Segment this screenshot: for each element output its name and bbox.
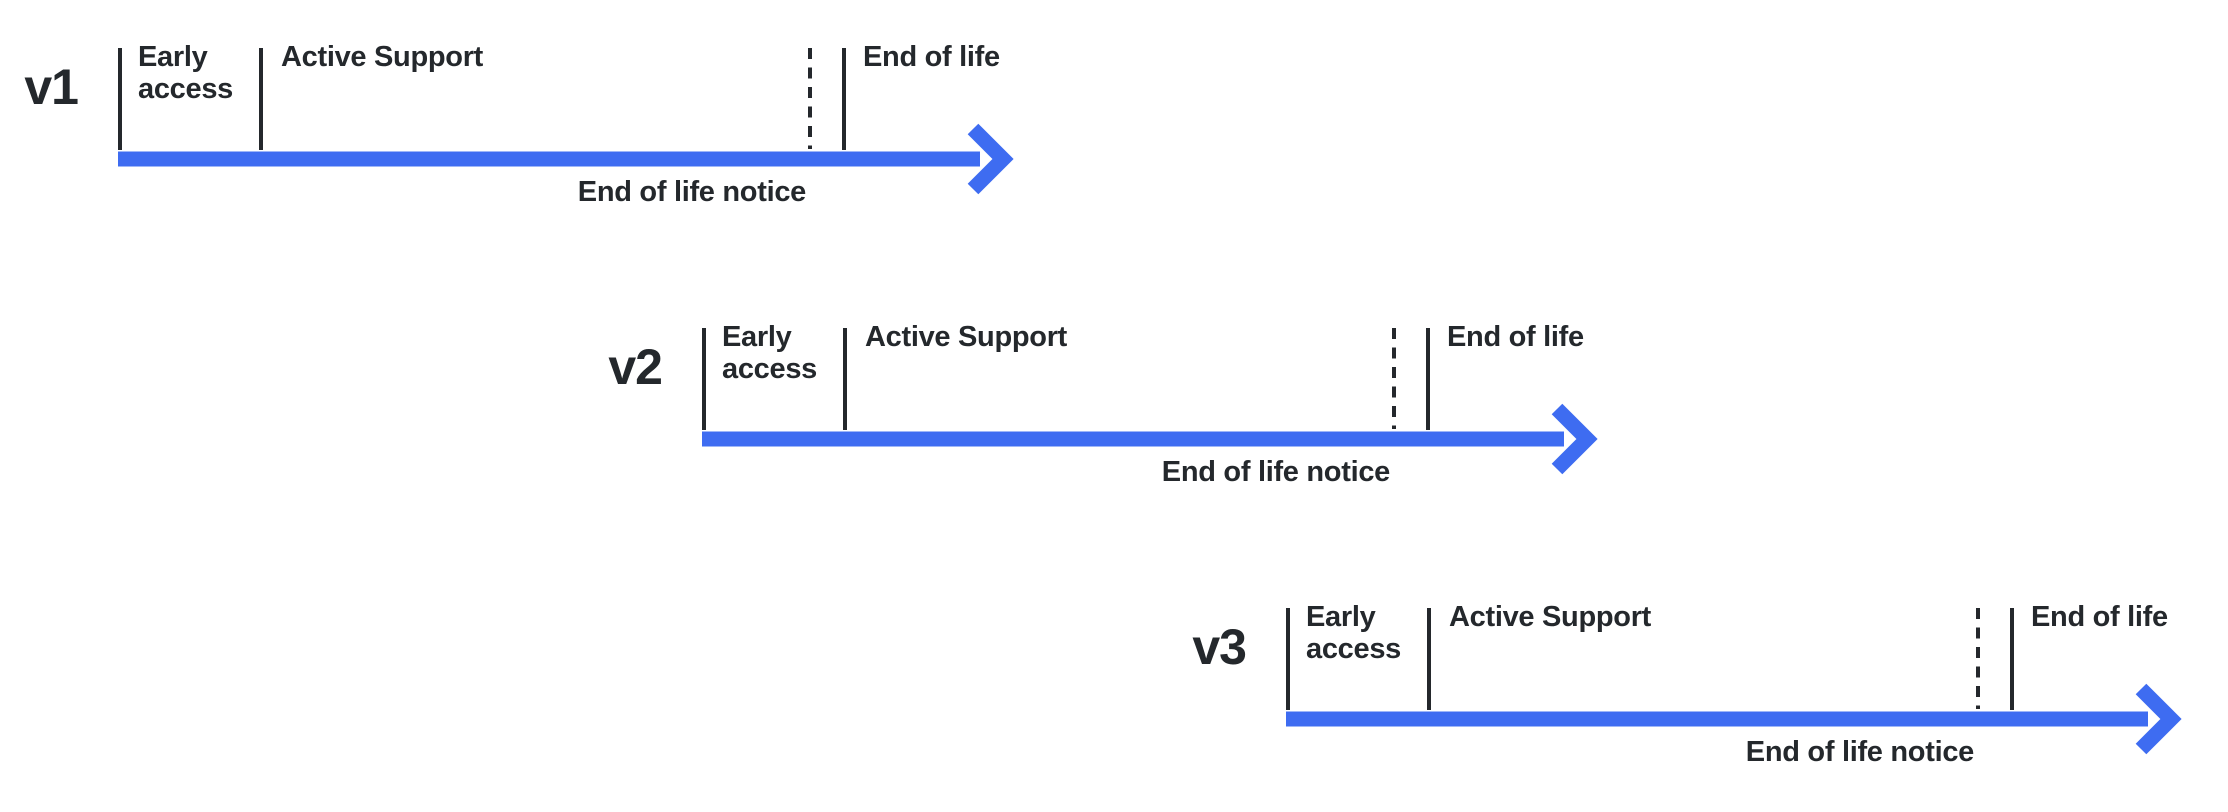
active-support-label: Active Support: [1449, 601, 1652, 633]
early-access-start-tick: [1286, 608, 1290, 710]
eol-notice-dashed-line: [1392, 328, 1396, 429]
early-access-label: Early access: [1306, 601, 1401, 665]
timeline-arrow: [118, 123, 1014, 195]
timeline-v3: v3 Early access Active Support End of li…: [1192, 601, 2228, 812]
version-label-v2: v2: [608, 339, 663, 395]
active-support-start-tick: [843, 328, 847, 430]
early-access-label: Early access: [722, 321, 817, 385]
version-label-v3: v3: [1192, 619, 1247, 675]
active-support-label: Active Support: [281, 41, 484, 73]
end-of-life-tick: [842, 48, 846, 150]
end-of-life-tick: [2010, 608, 2014, 710]
early-access-start-tick: [118, 48, 122, 150]
eol-notice-label: End of life notice: [1745, 736, 1975, 768]
end-of-life-tick: [1426, 328, 1430, 430]
early-access-label: Early access: [138, 41, 233, 105]
eol-notice-dashed-line: [1976, 608, 1980, 709]
eol-notice-label: End of life notice: [1161, 456, 1391, 488]
timeline-arrow: [1286, 683, 2182, 755]
version-label-v1: v1: [24, 59, 79, 115]
end-of-life-label: End of life: [1447, 321, 1584, 353]
eol-notice-dashed-line: [808, 48, 812, 149]
active-support-label: Active Support: [865, 321, 1068, 353]
timeline-arrow: [702, 403, 1598, 475]
active-support-start-tick: [259, 48, 263, 150]
timeline-v2: v2 Early access Active Support End of li…: [608, 321, 1712, 553]
end-of-life-label: End of life: [863, 41, 1000, 73]
timeline-v1: v1 Early access Active Support End of li…: [24, 41, 1128, 273]
active-support-start-tick: [1427, 608, 1431, 710]
end-of-life-label: End of life: [2031, 601, 2168, 633]
eol-notice-label: End of life notice: [577, 176, 807, 208]
early-access-start-tick: [702, 328, 706, 430]
